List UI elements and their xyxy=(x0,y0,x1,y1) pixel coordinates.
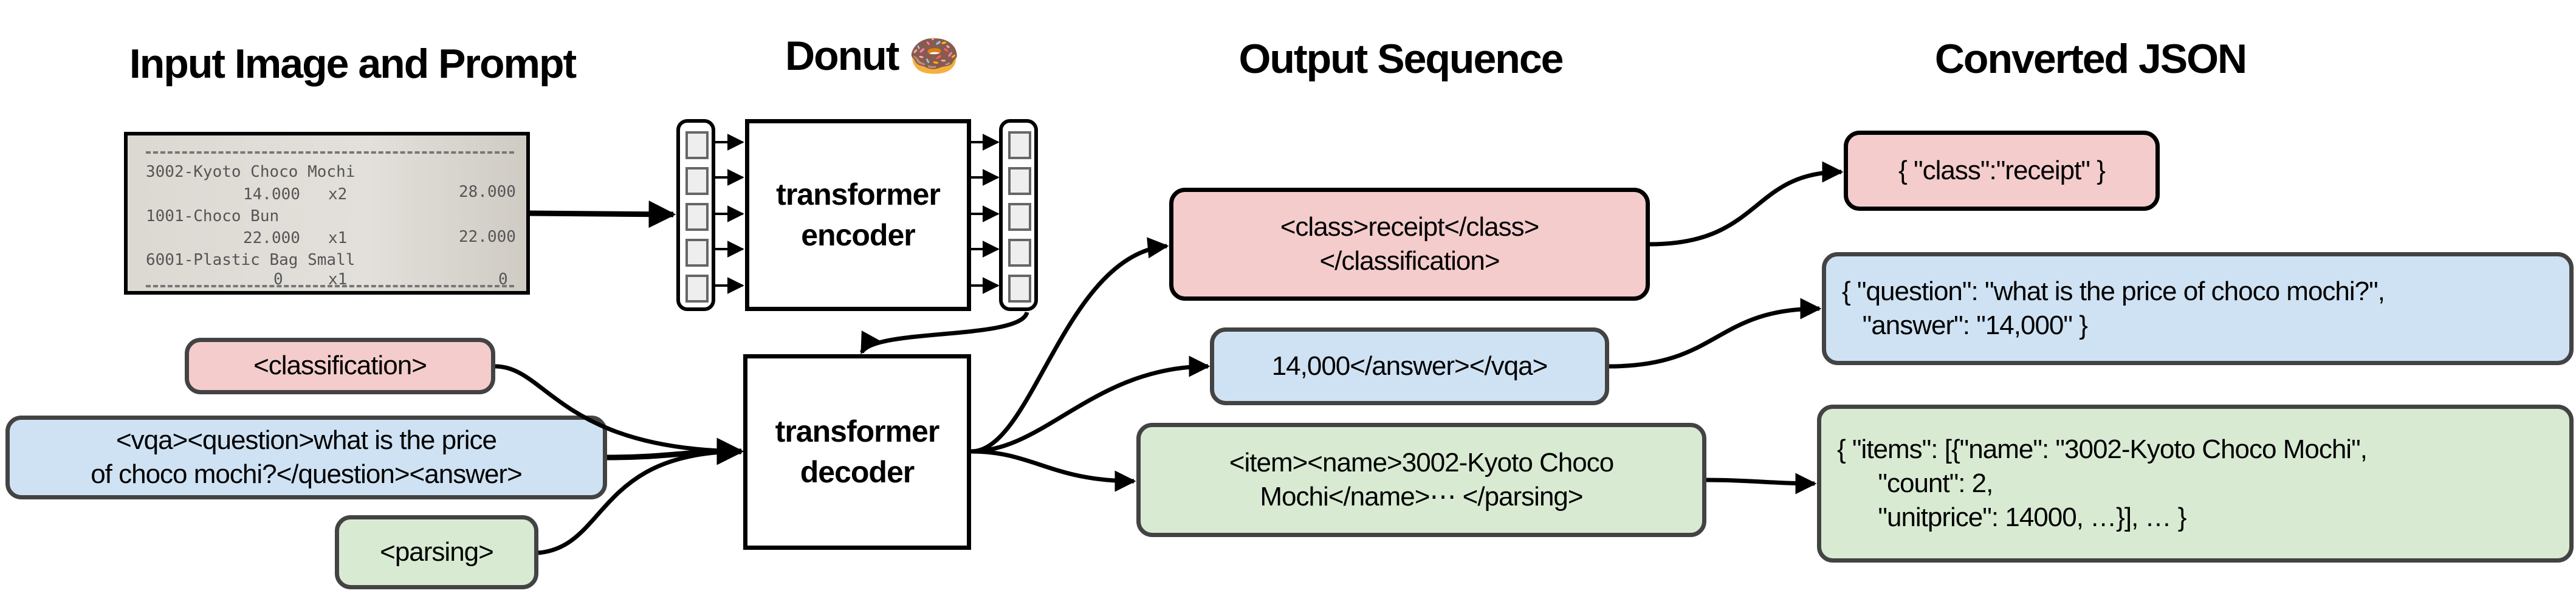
receipt-divider xyxy=(146,151,514,154)
arrow-output-vqa-to-json xyxy=(1609,298,1822,369)
encoder-token-arrows xyxy=(715,134,1000,294)
output-parsing-text: <item><name>3002-Kyoto Choco Mochi</name… xyxy=(1229,447,1614,512)
token xyxy=(685,275,709,303)
output-classification: <class>receipt</class> </classification> xyxy=(1169,188,1650,301)
receipt-line: 0 xyxy=(498,270,508,289)
input-token-column xyxy=(676,119,715,311)
output-parsing: <item><name>3002-Kyoto Choco Mochi</name… xyxy=(1136,423,1706,537)
token xyxy=(1008,239,1031,267)
json-parsing: { "items": [{"name": "3002-Kyoto Choco M… xyxy=(1817,405,2574,563)
receipt-line: 28.000 xyxy=(459,183,516,201)
receipt-line: 0 xyxy=(273,270,283,289)
arrow-classification-to-decoder xyxy=(495,364,744,462)
output-vqa: 14,000</answer></vqa> xyxy=(1210,327,1609,405)
token xyxy=(1008,131,1031,159)
json-vqa: { "question": "what is the price of choc… xyxy=(1822,252,2574,365)
prompt-parsing: <parsing> xyxy=(335,515,538,589)
token xyxy=(1008,203,1031,231)
receipt-line: 6001-Plastic Bag Small xyxy=(146,251,355,269)
prompt-classification: <classification> xyxy=(185,338,495,394)
json-classification: { "class":"receipt" } xyxy=(1844,131,2160,211)
arrow-receipt-to-encoder xyxy=(529,200,676,228)
arrow-output-parsing-to-json xyxy=(1706,473,1817,495)
receipt-divider xyxy=(146,285,514,287)
output-token-column xyxy=(999,119,1038,311)
receipt-line: x1 xyxy=(328,229,348,247)
header-json: Converted JSON xyxy=(1934,36,2247,82)
token xyxy=(1008,275,1031,303)
token xyxy=(1008,167,1031,195)
header-model: Donut 🍩 xyxy=(766,32,978,80)
header-input: Input Image and Prompt xyxy=(129,41,577,87)
transformer-encoder: transformer encoder xyxy=(745,119,971,311)
json-classification-text: { "class":"receipt" } xyxy=(1898,155,2106,185)
receipt-line: x2 xyxy=(328,185,348,204)
json-parsing-text: { "items": [{"name": "3002-Kyoto Choco M… xyxy=(1837,434,2368,533)
receipt-line: 1001-Choco Bun xyxy=(146,207,280,225)
token xyxy=(685,239,709,267)
arrow-decoder-to-output-parsing xyxy=(970,449,1136,492)
json-vqa-text: { "question": "what is the price of choc… xyxy=(1842,276,2385,340)
receipt-line: 14.000 xyxy=(243,185,300,204)
arrow-output-classification-to-json xyxy=(1649,161,1844,247)
arrow-decoder-to-output-vqa xyxy=(970,355,1211,454)
arrow-encoder-to-decoder xyxy=(859,311,1029,355)
arrow-parsing-to-decoder xyxy=(538,440,744,555)
receipt-line: 22.000 xyxy=(459,228,516,246)
output-vqa-text: 14,000</answer></vqa> xyxy=(1271,351,1548,381)
receipt-line: 22.000 xyxy=(243,229,300,247)
transformer-decoder: transformer decoder xyxy=(743,354,971,550)
header-output: Output Sequence xyxy=(1238,36,1564,82)
prompt-parsing-text: <parsing> xyxy=(380,536,494,567)
header-model-label: Donut xyxy=(785,33,899,79)
token xyxy=(685,203,709,231)
token xyxy=(685,131,709,159)
receipt-line: 3002-Kyoto Choco Mochi xyxy=(146,163,355,181)
prompt-classification-text: <classification> xyxy=(253,351,427,381)
prompt-vqa-text: <vqa><question>what is the price of choc… xyxy=(91,425,523,489)
donut-icon: 🍩 xyxy=(908,33,960,79)
prompt-vqa: <vqa><question>what is the price of choc… xyxy=(5,416,607,499)
output-classification-text: <class>receipt</class> </classification> xyxy=(1280,211,1540,276)
token xyxy=(685,167,709,195)
arrow-decoder-to-output-classification xyxy=(970,237,1169,454)
receipt-image: 3002-Kyoto Choco Mochi 14.000 x2 28.000 … xyxy=(124,132,530,295)
